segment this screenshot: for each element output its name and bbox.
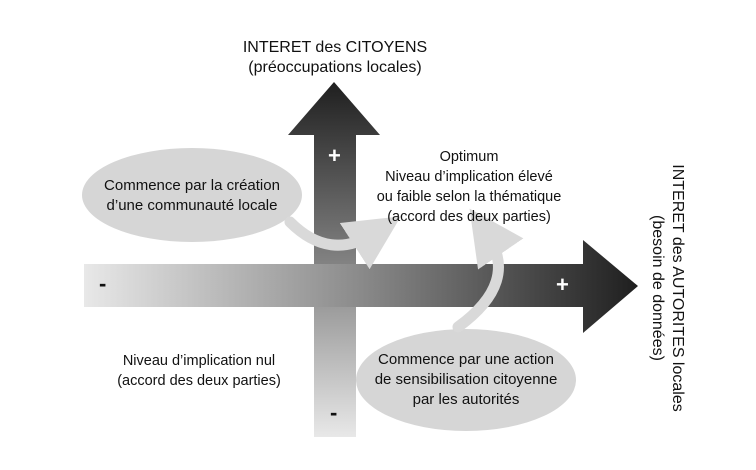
citizens-interest-subtitle: (préoccupations locales) (248, 59, 422, 76)
authorities-start-ellipse (356, 329, 576, 431)
citizens-start-ellipse (82, 148, 302, 242)
null-level-line: (accord des deux parties) (117, 373, 281, 389)
horizontal-minus-sign: - (99, 271, 107, 296)
citizens-curved-arrow (284, 216, 401, 270)
authorities-start-line: de sensibilisation citoyenne (374, 371, 558, 388)
citizens-start-text: Commence par la création d’une communaut… (92, 176, 292, 216)
null-level-label: Niveau d’implication nul (accord des deu… (86, 351, 312, 391)
citizens-start-line: d’une communauté locale (106, 197, 278, 214)
optimum-line: Niveau d’implication élevé (385, 169, 553, 185)
authorities-interest-arrow (84, 240, 638, 333)
authorities-interest-label: INTERET des AUTORITES locales (besoin de… (643, 158, 687, 418)
citizens-start-line: Commence par la création (104, 177, 280, 194)
citizens-interest-label: INTERET des CITOYENS (préoccupations loc… (205, 38, 465, 78)
authorities-start-line: par les autorités (412, 391, 520, 408)
authorities-start-text: Commence par une action de sensibilisati… (360, 350, 572, 410)
optimum-label: Optimum Niveau d’implication élevé ou fa… (356, 147, 582, 227)
vertical-minus-sign: - (330, 400, 338, 425)
optimum-line: (accord des deux parties) (387, 209, 551, 225)
authorities-curved-arrow (452, 208, 524, 333)
optimum-line: ou faible selon la thématique (376, 189, 562, 205)
authorities-start-line: Commence par une action (378, 351, 554, 368)
vertical-plus-sign: + (328, 143, 341, 168)
authorities-interest-subtitle: (besoin de données) (649, 215, 666, 361)
citizens-interest-arrow (288, 82, 380, 437)
authorities-interest-title: INTERET des AUTORITES locales (669, 164, 686, 412)
optimum-line: Optimum (439, 149, 499, 165)
citizens-interest-title: INTERET des CITOYENS (242, 39, 428, 56)
null-level-line: Niveau d’implication nul (122, 353, 276, 369)
horizontal-plus-sign: + (556, 272, 569, 297)
